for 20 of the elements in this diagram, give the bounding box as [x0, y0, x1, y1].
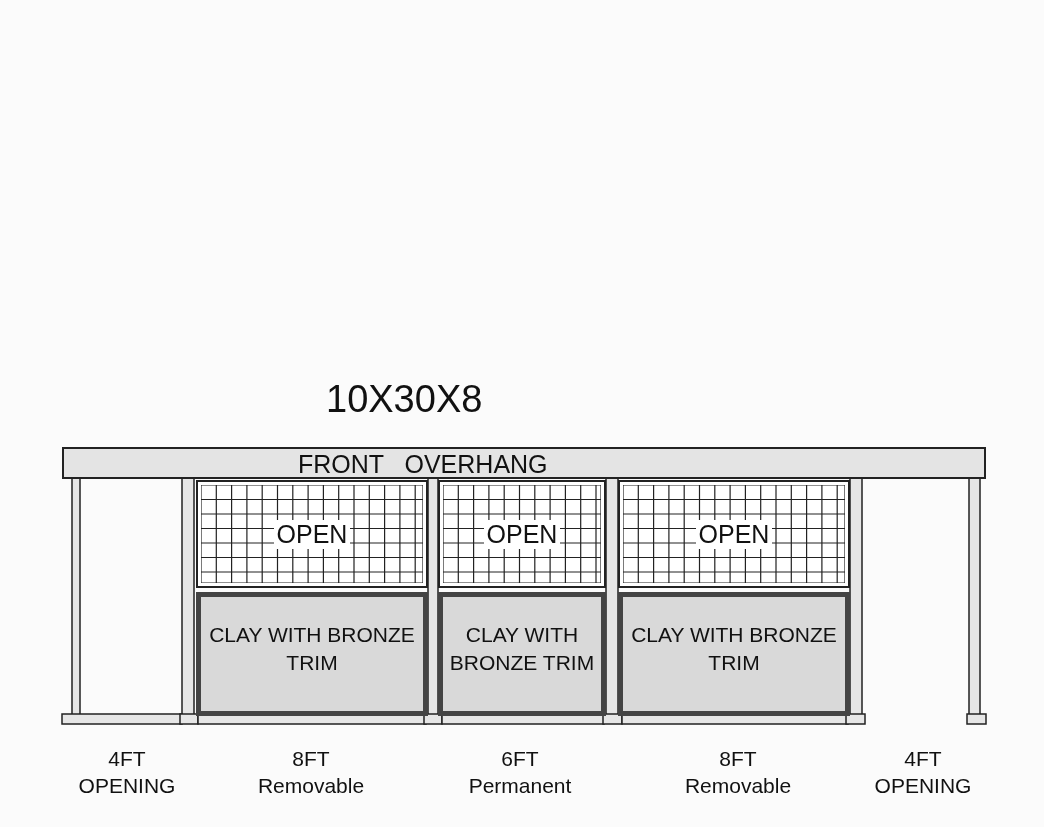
beam-label: FRONT OVERHANG [298, 450, 548, 479]
mesh-panel [438, 480, 606, 588]
dimension-label: 8FT Removable [684, 746, 792, 799]
panel-label: OPEN [483, 519, 561, 549]
panel-label: OPEN [273, 519, 351, 549]
clay-panel [618, 592, 850, 716]
clay-panel [438, 592, 606, 716]
panel-label: CLAY WITH BRONZE TRIM [630, 622, 838, 676]
mesh-panel [196, 480, 428, 588]
overhang-beam [62, 447, 986, 479]
panel-label: CLAY WITH BRONZE TRIM [448, 622, 596, 676]
dimension-label: 4FT OPENING [874, 746, 972, 799]
drawing-title: 10X30X8 [326, 378, 483, 421]
panel-label: CLAY WITH BRONZE TRIM [208, 622, 416, 676]
clay-panel [196, 592, 428, 716]
mesh-panel [618, 480, 850, 588]
dimension-label: 4FT OPENING [78, 746, 176, 799]
dimension-label: 6FT Permanent [468, 746, 572, 799]
dimension-label: 8FT Removable [257, 746, 365, 799]
panel-label: OPEN [695, 519, 773, 549]
